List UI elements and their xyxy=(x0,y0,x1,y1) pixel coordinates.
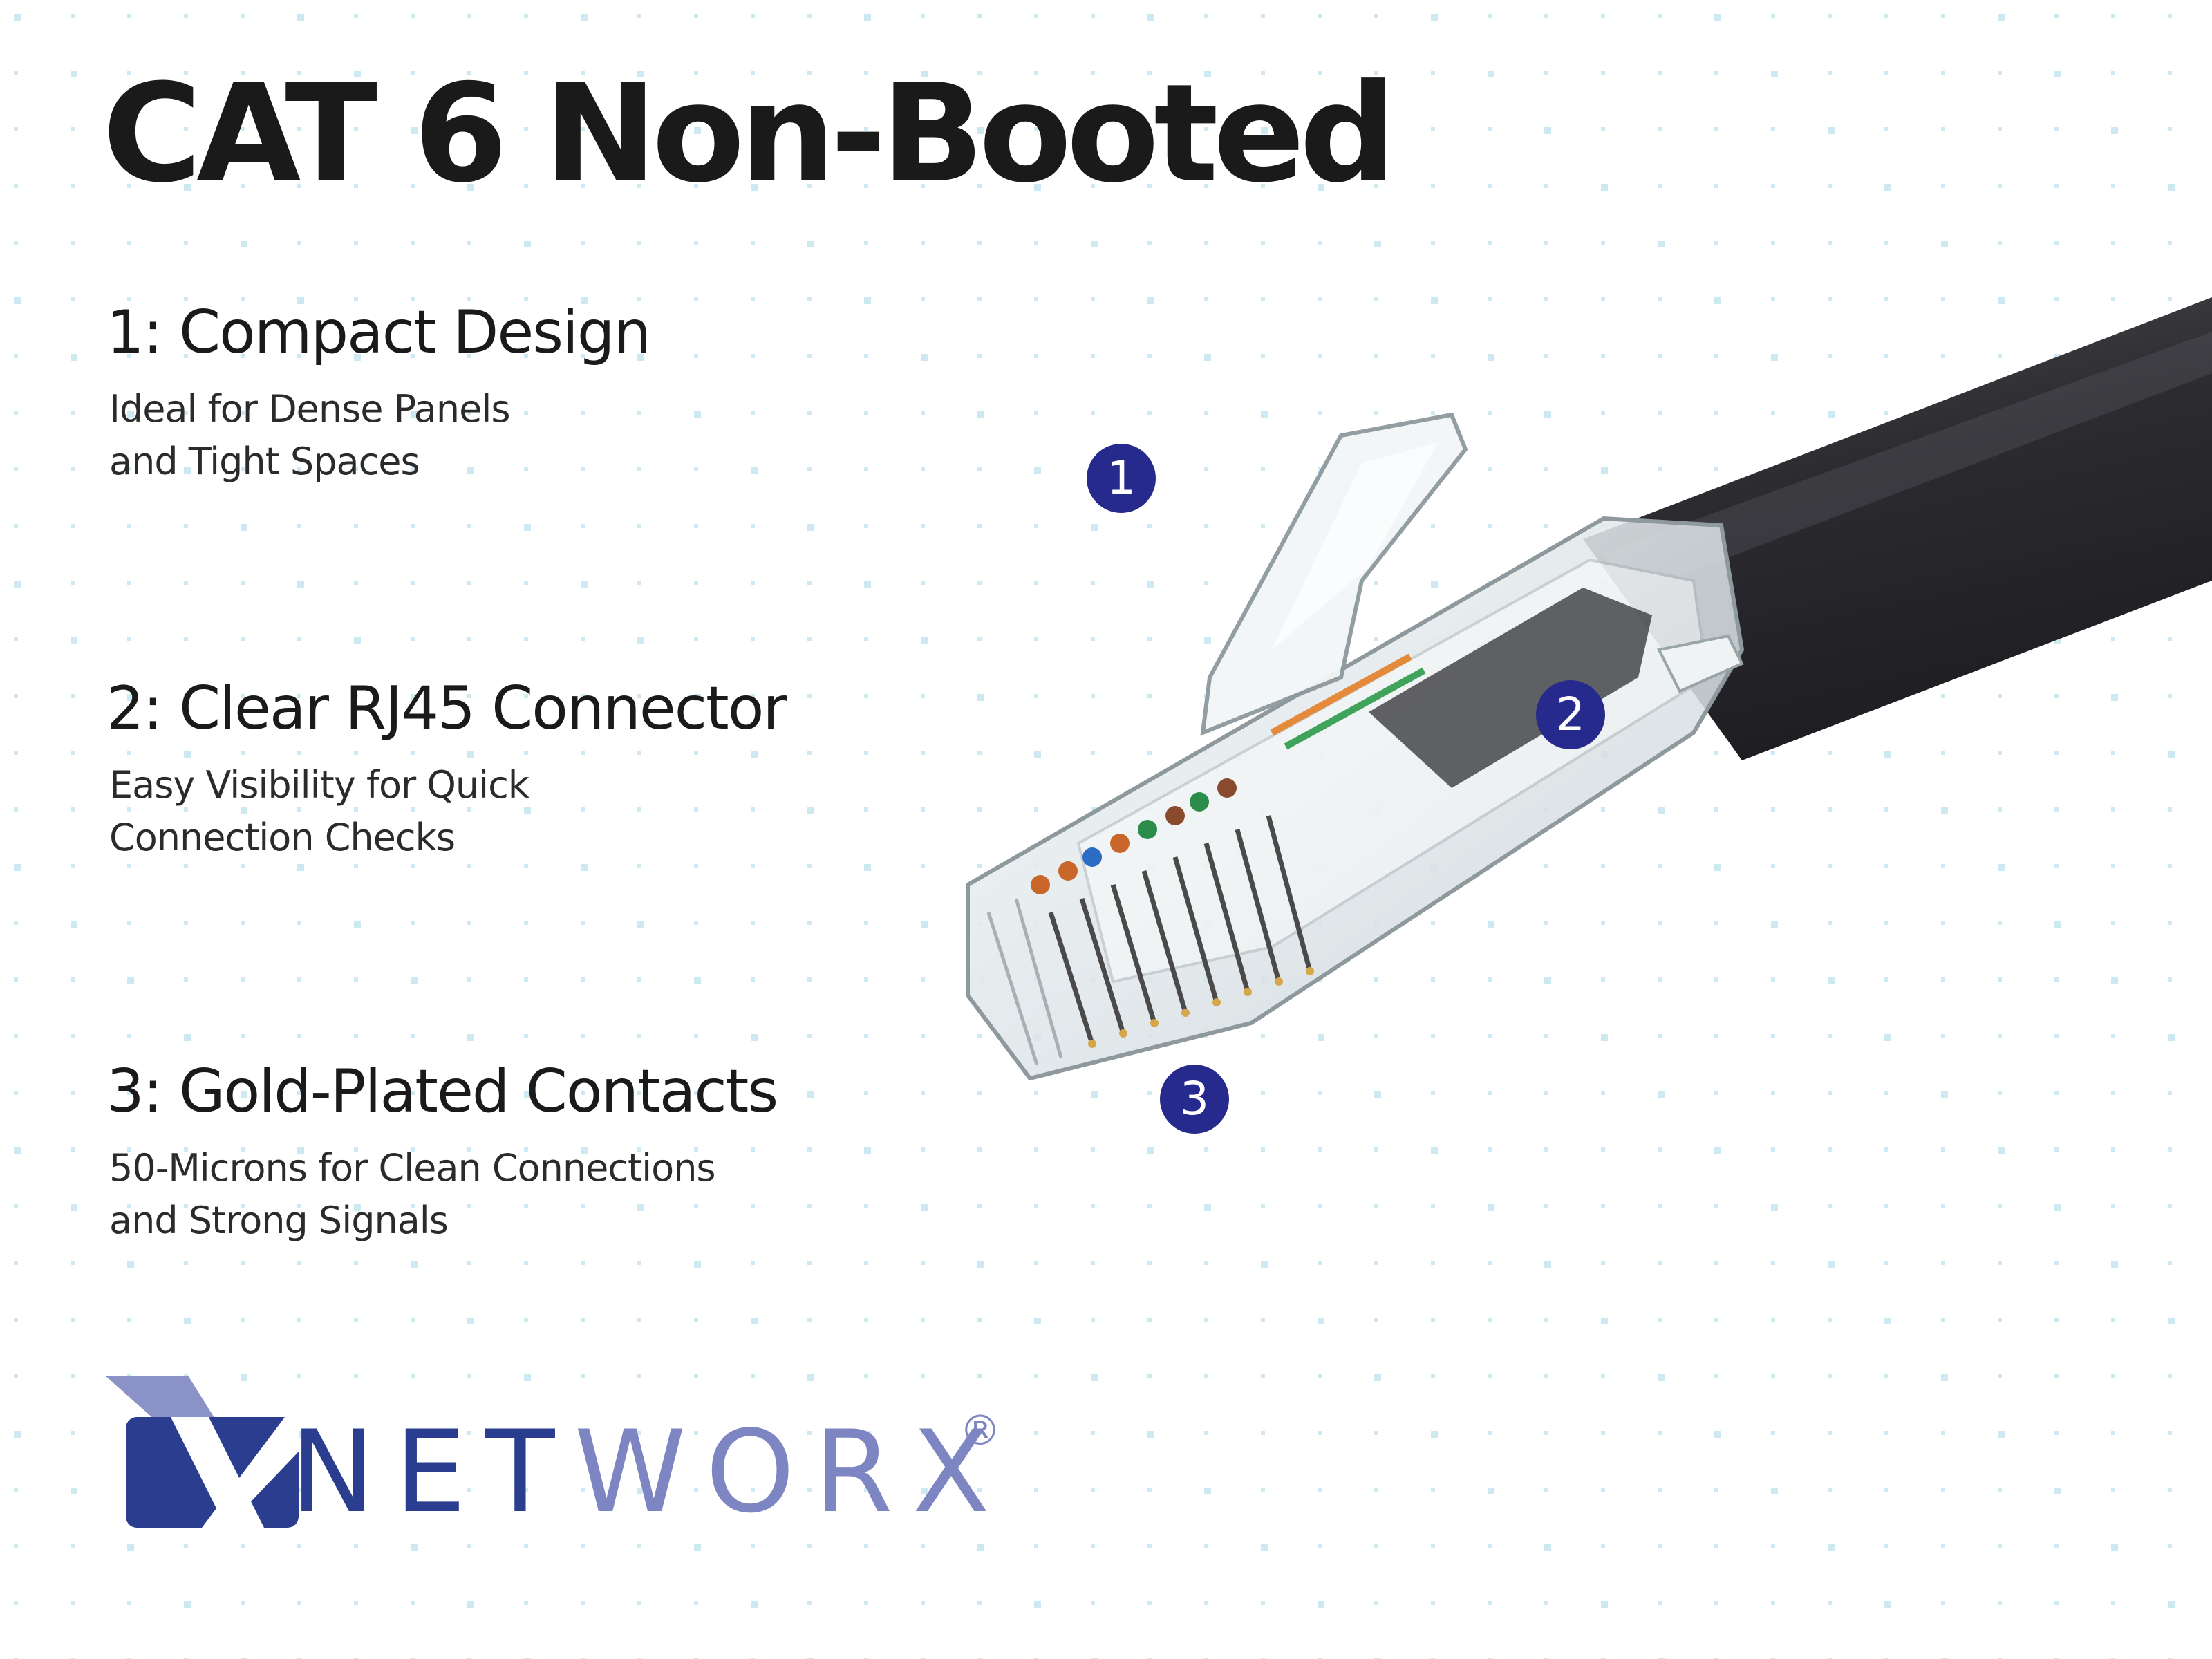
feature-line: Easy Visibility for Quick xyxy=(109,763,529,807)
callout-marker-3: 3 xyxy=(1160,1065,1229,1134)
feature-description: Easy Visibility for Quick Connection Che… xyxy=(109,759,786,864)
registered-mark: ® xyxy=(959,1407,1001,1455)
rj45-connector-image xyxy=(966,297,2212,1081)
feature-heading: 2: Clear RJ45 Connector xyxy=(106,674,787,743)
wire-ends xyxy=(1031,653,1426,894)
feature-line: Ideal for Dense Panels xyxy=(109,387,510,431)
feature-description: 50-Microns for Clean Connections and Str… xyxy=(109,1142,777,1247)
networx-x-logo-icon xyxy=(105,1376,299,1528)
feature-line: 50-Microns for Clean Connections xyxy=(109,1146,716,1190)
feature-heading: 3: Gold-Plated Contacts xyxy=(106,1057,778,1126)
feature-gold-contacts: 3: Gold-Plated Contacts 50-Microns for C… xyxy=(106,1057,778,1247)
feature-description: Ideal for Dense Panels and Tight Spaces xyxy=(109,383,650,488)
gold-contacts xyxy=(1048,815,1313,1045)
feature-line: and Strong Signals xyxy=(109,1199,449,1242)
brand-part-light: WORX xyxy=(574,1406,1010,1538)
callout-marker-1: 1 xyxy=(1087,444,1156,513)
feature-heading: 1: Compact Design xyxy=(106,298,651,367)
brand-part-dark: NET xyxy=(290,1406,574,1538)
brand-wordmark: NETWORX xyxy=(290,1416,1009,1529)
feature-compact-design: 1: Compact Design Ideal for Dense Panels… xyxy=(106,298,651,488)
page-title: CAT 6 Non-Booted xyxy=(102,55,1396,213)
feature-line: Connection Checks xyxy=(109,816,456,859)
feature-clear-connector: 2: Clear RJ45 Connector Easy Visibility … xyxy=(106,674,787,864)
feature-line: and Tight Spaces xyxy=(109,440,420,483)
callout-marker-2: 2 xyxy=(1536,680,1605,749)
